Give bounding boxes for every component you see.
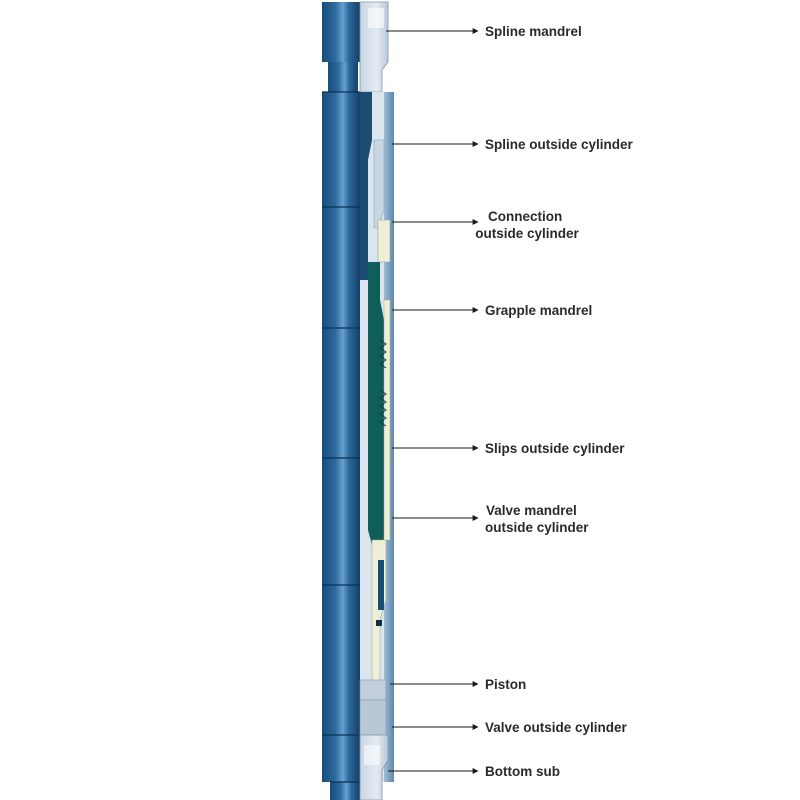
label-connection-line2: outside cylinder — [475, 226, 579, 241]
main-body — [322, 92, 360, 782]
section-valve-outside — [359, 699, 387, 736]
tool-body — [322, 2, 360, 800]
section-bottom-sub — [359, 734, 389, 800]
label-piston: Piston — [485, 677, 526, 692]
label-slips-outside-cylinder: Slips outside cylinder — [485, 441, 625, 456]
leader-lines — [386, 28, 479, 774]
section-dark-upper — [360, 92, 372, 280]
bottom-tail — [330, 782, 360, 800]
section-piston — [359, 679, 387, 701]
label-bottom-sub: Bottom sub — [485, 764, 560, 779]
section-teal-grapple — [368, 262, 384, 545]
tool-cross-section — [359, 1, 394, 800]
section-cream-connection — [377, 219, 391, 263]
top-neck — [322, 2, 360, 62]
label-valve-outside-cylinder: Valve outside cylinder — [485, 720, 628, 735]
label-valve-mandrel-outside-cylinder: Valve mandrel outside cylinder — [485, 503, 589, 535]
label-connection-outside-cylinder: Connection outside cylinder — [475, 209, 579, 241]
slip-teeth — [379, 339, 387, 427]
label-spline-mandrel: Spline mandrel — [485, 24, 582, 39]
top-taper — [328, 62, 358, 92]
label-valve-mandrel-line2: outside cylinder — [485, 520, 589, 535]
label-spline-outside-cylinder: Spline outside cylinder — [485, 137, 634, 152]
label-connection-line1: Connection — [488, 209, 562, 224]
label-valve-mandrel-line1: Valve mandrel — [486, 503, 577, 518]
label-grapple-mandrel: Grapple mandrel — [485, 303, 592, 318]
labels: Spline mandrel Spline outside cylinder C… — [475, 24, 633, 779]
